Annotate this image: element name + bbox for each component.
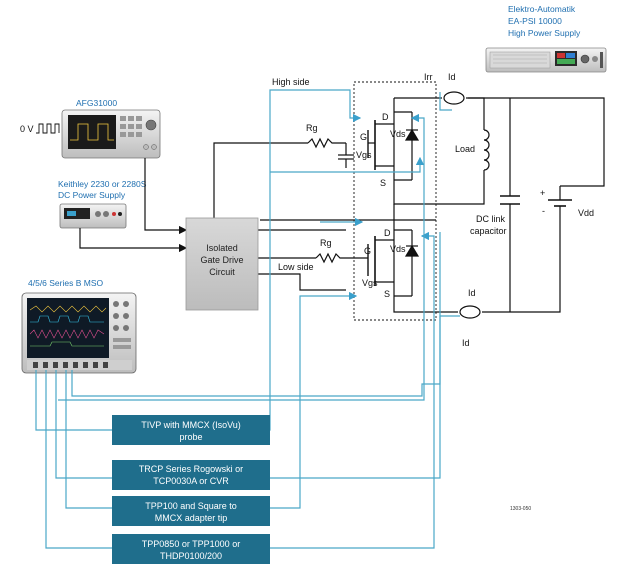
high-side-label: High side bbox=[272, 77, 310, 87]
vds-bottom-label: Vds bbox=[390, 244, 406, 254]
probe-box-tivp-line1: TIVP with MMCX (IsoVu) bbox=[141, 420, 241, 430]
scope-name: 4/5/6 Series B MSO bbox=[28, 278, 104, 288]
probe-box-tivp-line2: probe bbox=[179, 432, 202, 442]
vgs-top-label: Vgs bbox=[356, 150, 372, 160]
vdd-label: Vdd bbox=[578, 208, 594, 218]
probe-legend: TIVP with MMCX (IsoVu) probe TRCP Series… bbox=[112, 415, 270, 564]
vdd-minus-label: - bbox=[542, 206, 545, 216]
irr-label: Irr bbox=[424, 72, 433, 82]
afg-screen bbox=[68, 115, 116, 149]
pulse-waveform-icon bbox=[36, 123, 60, 134]
rg-bottom-label: Rg bbox=[320, 238, 332, 248]
gate-driver-label-3: Circuit bbox=[209, 267, 235, 277]
vds-top-label: Vds bbox=[390, 129, 406, 139]
dc-supply-type: DC Power Supply bbox=[58, 190, 126, 200]
figure-id: 1303-050 bbox=[510, 506, 531, 512]
gate-driver-box bbox=[185, 217, 259, 311]
probe-box-tpp0850-line2: THDP0100/200 bbox=[160, 551, 222, 561]
s-bottom-label: S bbox=[384, 289, 390, 299]
afg-name: AFG31000 bbox=[76, 98, 117, 108]
power-supply-type: High Power Supply bbox=[508, 28, 581, 38]
g-bottom-label: G bbox=[364, 246, 371, 256]
s-top-label: S bbox=[380, 178, 386, 188]
probe-box-tpp0850: TPP0850 or TPP1000 or THDP0100/200 bbox=[112, 534, 270, 564]
afg-knob[interactable] bbox=[145, 119, 157, 131]
probe-box-tpp100: TPP100 and Square to MMCX adapter tip bbox=[112, 496, 270, 526]
circuit-labels: High side Low side Rg Rg Vgs Vgs Vds Vds… bbox=[272, 72, 594, 348]
probe-box-tpp0850-line1: TPP0850 or TPP1000 or bbox=[142, 539, 240, 549]
power-supply-vent bbox=[489, 51, 551, 69]
half-bridge-circuit bbox=[260, 81, 605, 321]
dc-link-label-1: DC link bbox=[476, 214, 506, 224]
id-bottom-label-a: Id bbox=[468, 288, 476, 298]
signal-level-label: 0 V bbox=[20, 124, 34, 134]
gate-driver-label-2: Gate Drive bbox=[200, 255, 243, 265]
scope-controls[interactable] bbox=[113, 301, 131, 349]
scope-screen bbox=[27, 298, 109, 358]
vdd-plus-label: + bbox=[540, 188, 545, 198]
vgs-bottom-label: Vgs bbox=[362, 278, 378, 288]
power-supply-name: Elektro-Automatik bbox=[508, 4, 576, 14]
id-top-label: Id bbox=[448, 72, 456, 82]
probe-wiring bbox=[35, 89, 460, 549]
dut-boundary bbox=[353, 81, 437, 321]
low-side-label: Low side bbox=[278, 262, 314, 272]
probe-box-trcp-line2: TCP0030A or CVR bbox=[153, 476, 229, 486]
load-label: Load bbox=[455, 144, 475, 154]
probe-box-tivp: TIVP with MMCX (IsoVu) probe bbox=[112, 415, 270, 445]
gate-driver-block: Isolated Gate Drive Circuit bbox=[185, 217, 259, 311]
d-bottom-label: D bbox=[384, 228, 391, 238]
dc-link-label-2: capacitor bbox=[470, 226, 507, 236]
probe-box-tpp100-line2: MMCX adapter tip bbox=[155, 513, 228, 523]
gate-driver-label-1: Isolated bbox=[206, 243, 238, 253]
probe-box-trcp: TRCP Series Rogowski or TCP0030A or CVR bbox=[112, 460, 270, 490]
d-top-label: D bbox=[382, 112, 389, 122]
scope-channel-inputs[interactable] bbox=[33, 362, 108, 368]
power-supply-model: EA-PSI 10000 bbox=[508, 16, 562, 26]
id-bottom-label-b: Id bbox=[462, 338, 470, 348]
oscilloscope: 4/5/6 Series B MSO bbox=[21, 278, 137, 374]
power-supply: Elektro-Automatik EA-PSI 10000 High Powe… bbox=[485, 4, 607, 73]
current-probe-bottom bbox=[459, 305, 481, 319]
afg-instrument: AFG31000 bbox=[61, 98, 161, 159]
probe-box-trcp-line1: TRCP Series Rogowski or bbox=[139, 464, 243, 474]
instrument-wiring bbox=[79, 142, 346, 291]
current-probe-top bbox=[443, 91, 465, 105]
dc-supply-name: Keithley 2230 or 2280S bbox=[58, 179, 147, 189]
rg-top-label: Rg bbox=[306, 123, 318, 133]
power-supply-knob[interactable] bbox=[580, 54, 590, 64]
g-top-label: G bbox=[360, 132, 367, 142]
probe-box-tpp100-line1: TPP100 and Square to bbox=[145, 501, 237, 511]
afg-keypad[interactable] bbox=[120, 116, 142, 137]
dc-power-supply: Keithley 2230 or 2280S DC Power Supply bbox=[58, 179, 147, 229]
